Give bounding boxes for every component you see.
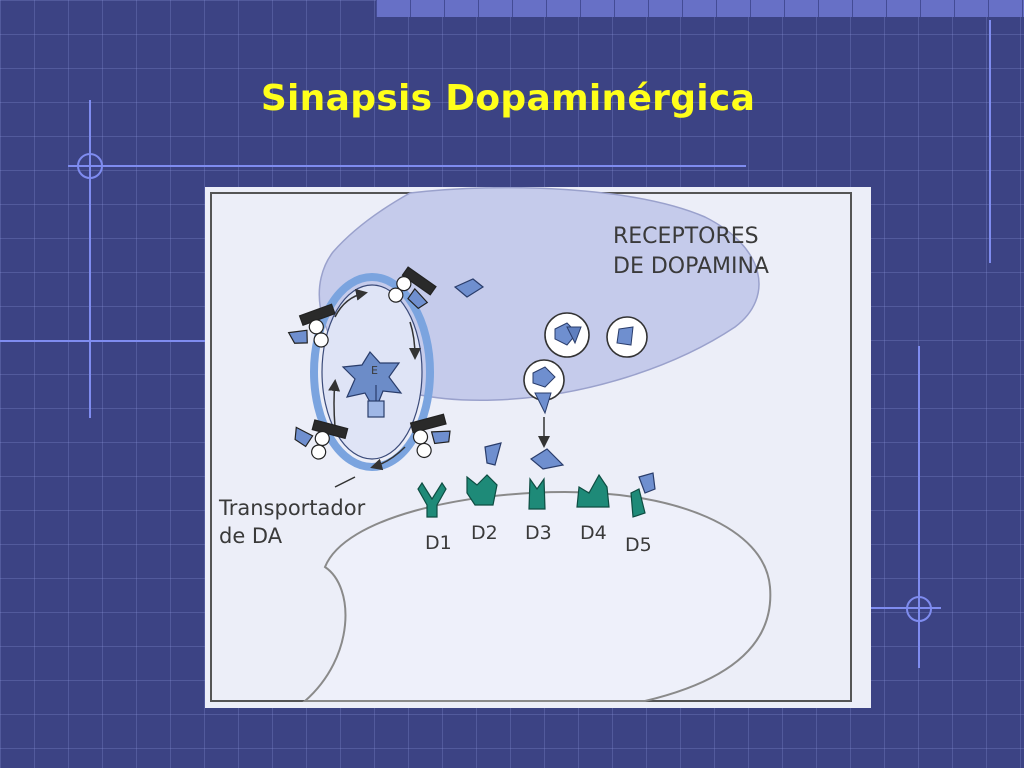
receptor-d2 [466,474,498,506]
receptors-heading-line2: DE DOPAMINA [613,254,769,279]
slide-title: Sinapsis Dopaminérgica [260,78,756,119]
deco-vertical-line-right-top [989,20,991,263]
dopamine-in-cleft-2 [529,448,565,470]
deco-vertical-line-left [89,100,91,418]
transporter-label-line1: Transportador [218,496,366,520]
top-decorative-bar [376,0,1024,17]
synapse-diagram: E [205,187,871,708]
receptor-label-d2: D2 [471,522,498,544]
dopamine-molecule [453,278,485,298]
receptor-label-d1: D1 [425,532,452,554]
deco-horizontal-line-top [68,165,746,167]
synaptic-vesicle: E [310,273,434,471]
receptor-label-d3: D3 [525,522,552,544]
receptors-heading-line1: RECEPTORES [613,224,759,249]
postsynaptic-cell [302,490,772,702]
receptor-d1 [417,481,447,518]
transporter-label-line2: de DA [219,524,283,548]
enzyme-box [367,400,385,418]
receptor-label-d4: D4 [580,522,607,544]
transporter-complexes [287,266,451,460]
dopamine-in-cleft-1 [484,442,502,466]
deco-vertical-line-right-bottom [918,346,920,668]
receptor-d3 [528,477,546,510]
vesicle-letter: E [371,364,378,377]
synapse-svg: E [210,187,852,702]
deco-horizontal-line-left [0,340,205,342]
transporter-leader-line [334,476,356,488]
deco-circle-right [906,596,932,622]
receptor-d5 [630,472,656,518]
receptor-label-d5: D5 [625,534,652,556]
receptor-d4 [576,473,610,508]
deco-circle-left [77,153,103,179]
dopamine-vesicles [523,312,648,415]
